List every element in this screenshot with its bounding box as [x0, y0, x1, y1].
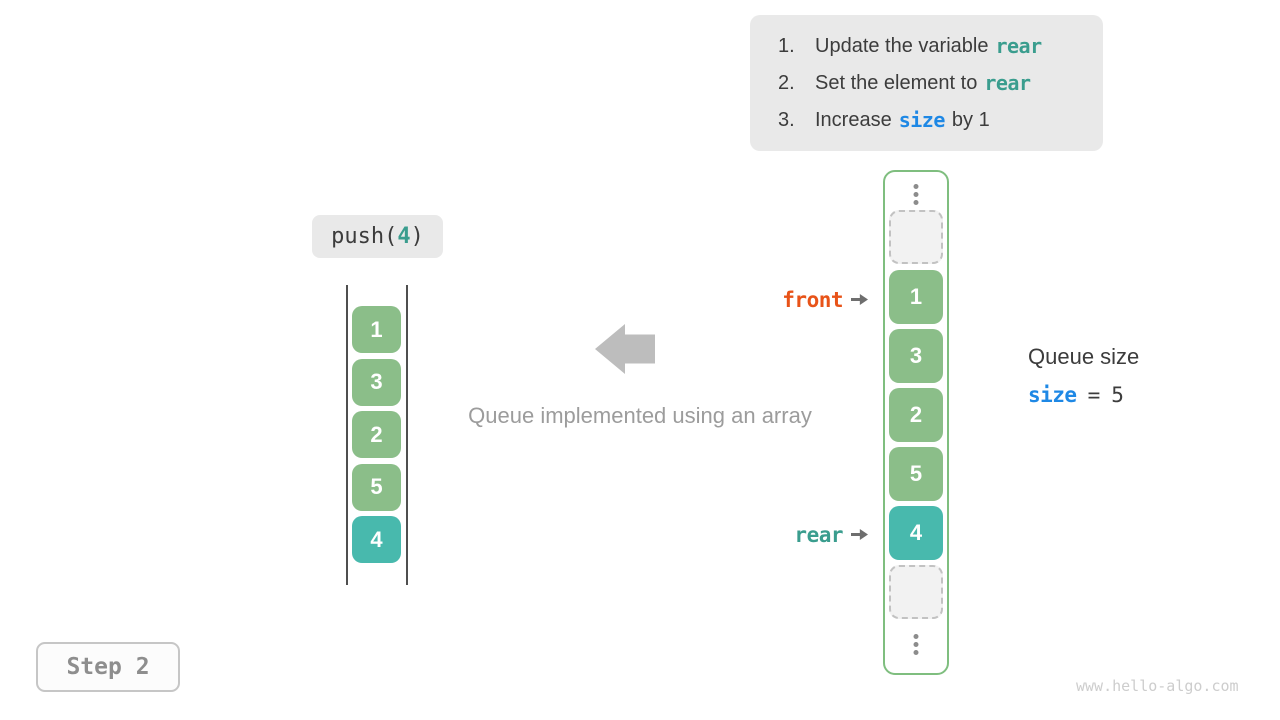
ellipsis-top-icon	[913, 184, 919, 205]
array-slot-pushed: 4	[889, 506, 943, 560]
dot	[913, 184, 919, 189]
ellipsis-bottom-icon	[913, 634, 919, 655]
rear-pointer-label: rear	[794, 522, 843, 547]
queue-size-expression: size = 5	[1028, 383, 1139, 407]
size-variable: size	[1028, 383, 1077, 407]
step-badge: Step 2	[36, 642, 180, 692]
array-column: 1 3 2 5 4	[883, 170, 949, 675]
steps-panel: 1. Update the variable rear 2. Set the e…	[750, 15, 1103, 151]
instruction-item: 1. Update the variable rear	[778, 28, 1103, 65]
instruction-number: 1.	[778, 34, 795, 57]
instruction-item: 2. Set the element to rear	[778, 65, 1103, 102]
dot	[913, 634, 919, 639]
dot	[913, 642, 919, 647]
array-slot: 3	[889, 329, 943, 383]
queue-stack: 1 3 2 5 4	[352, 306, 401, 564]
dot	[913, 650, 919, 655]
array-slot: 1	[889, 270, 943, 324]
queue-wall-right	[406, 285, 408, 585]
left-block-arrow-icon	[595, 324, 655, 374]
instruction-text: Set the element to	[815, 71, 978, 94]
queue-cell: 5	[352, 463, 401, 511]
equals-sign: =	[1087, 383, 1101, 407]
queue-cell: 1	[352, 306, 401, 353]
array-slot: 2	[889, 388, 943, 442]
size-value: 5	[1111, 383, 1124, 407]
array-slot-empty	[889, 210, 943, 264]
array-slot-empty	[889, 565, 943, 619]
front-pointer: front	[738, 286, 868, 313]
push-arg-value: 4	[397, 224, 411, 249]
instruction-number: 2.	[778, 71, 795, 94]
queue-cell-pushed: 4	[352, 516, 401, 564]
dot	[913, 192, 919, 197]
queue-wall-left	[346, 285, 348, 585]
dot	[913, 200, 919, 205]
push-fn-suffix: )	[410, 224, 424, 249]
code-token-rear: rear	[995, 34, 1042, 58]
rear-pointer: rear	[738, 521, 868, 548]
array-slot: 5	[889, 447, 943, 501]
instruction-text: Update the variable	[815, 34, 989, 57]
front-pointer-label: front	[782, 287, 843, 312]
queue-cell: 2	[352, 411, 401, 459]
instruction-text: by 1	[951, 108, 990, 131]
diagram-caption: Queue implemented using an array	[468, 403, 812, 428]
code-token-rear: rear	[984, 71, 1031, 95]
push-call-label: push(4)	[312, 215, 443, 258]
rear-pointer-arrow-icon	[851, 529, 868, 540]
instruction-text: Increase	[815, 108, 892, 131]
watermark: www.hello-algo.com	[1076, 677, 1239, 695]
queue-size-title: Queue size	[1028, 344, 1140, 369]
queue-cell: 3	[352, 358, 401, 406]
instruction-item: 3. Increase size by 1	[778, 102, 1103, 139]
code-token-size: size	[898, 108, 946, 132]
instruction-number: 3.	[778, 108, 795, 131]
push-fn-prefix: push(	[331, 224, 398, 249]
queue-size-info: Queue size size = 5	[1028, 344, 1139, 407]
front-pointer-arrow-icon	[851, 294, 868, 305]
